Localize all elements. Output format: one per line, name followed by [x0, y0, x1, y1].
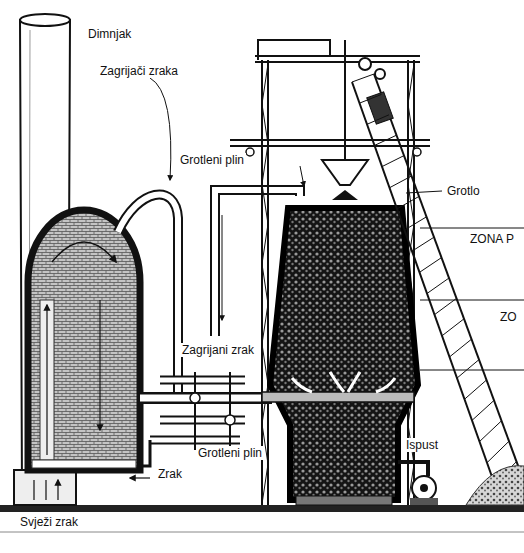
leader-lines-part	[406, 191, 442, 193]
blast-furnace-part	[296, 496, 392, 505]
skip-hoist-part	[352, 82, 502, 505]
steel-frame	[230, 40, 430, 505]
hoist-rung	[457, 360, 479, 379]
pipes-part	[118, 195, 178, 395]
pipes-part	[225, 415, 235, 425]
part-label: Grotleni plin	[196, 446, 264, 460]
hoist-rung	[390, 176, 412, 188]
pipes-part	[222, 215, 223, 320]
ore-pile-part	[466, 466, 524, 505]
leader-lines-part	[150, 78, 171, 180]
frame-brace	[262, 64, 414, 104]
hoist-rung	[442, 319, 464, 336]
ore-pile	[466, 466, 524, 505]
leader-lines	[150, 78, 442, 193]
tap-hole-part	[398, 462, 428, 476]
hoist-rung	[427, 278, 449, 294]
part-label: Zagrijani zrak	[180, 343, 256, 357]
chimney-part	[20, 14, 70, 26]
zone-label: ZO	[498, 310, 519, 324]
air-heater-part	[32, 460, 136, 468]
pipes-part	[140, 440, 150, 466]
frame-brace	[262, 144, 414, 184]
blast-furnace-part	[292, 372, 395, 392]
tap-hole-part	[412, 476, 436, 500]
steel-frame-part	[359, 58, 371, 70]
pipes-part	[130, 477, 150, 478]
tap-hole-part	[410, 498, 438, 505]
skip-hoist-part	[374, 74, 524, 482]
hoist-rung	[480, 421, 502, 442]
part-label: Zrak	[156, 467, 184, 481]
zone-lines	[420, 228, 524, 370]
part-label: Grotleni plin	[178, 153, 246, 167]
steel-frame-part	[413, 148, 421, 156]
hoist-rung	[360, 94, 382, 103]
zone-lines-part	[420, 370, 524, 371]
hoist-rung	[397, 196, 419, 209]
zone-lines-part	[420, 228, 524, 229]
steel-frame-part	[258, 40, 330, 60]
skip-hoist-part	[367, 92, 393, 124]
skip-hoist	[352, 74, 524, 505]
hoist-rung	[367, 115, 389, 125]
pipes-part	[190, 393, 200, 403]
hoist-rung	[472, 400, 494, 420]
air-heater	[28, 210, 140, 470]
hoist-rung	[412, 237, 434, 251]
pipes-part	[140, 395, 272, 402]
steel-frame-part	[332, 190, 358, 200]
steel-frame-part	[322, 160, 368, 185]
part-label: Svježi zrak	[18, 515, 80, 529]
ground-part	[0, 505, 524, 512]
steel-frame-part	[375, 69, 385, 79]
air-heater-part	[52, 242, 116, 262]
air-heater-part	[99, 300, 100, 430]
ground-part	[0, 532, 524, 533]
air-heater-part	[46, 305, 47, 455]
hoist-rung	[420, 258, 442, 273]
pipes-part	[140, 392, 272, 404]
chimney-label: Dimnjak	[86, 27, 133, 41]
part-label: Zagrijači zraka	[98, 64, 180, 78]
hoist-rung	[375, 135, 397, 145]
steel-frame-part	[255, 56, 420, 62]
ground	[0, 505, 524, 532]
blast-furnace	[262, 208, 418, 505]
air-heater-part	[28, 210, 140, 470]
pipes-part	[118, 195, 178, 395]
hoist-rung	[435, 298, 457, 314]
blast-furnace-part	[262, 392, 414, 402]
zone-lines-part	[420, 300, 524, 301]
air-heater-part	[40, 300, 54, 460]
blast-furnace-part	[270, 208, 418, 500]
hoist-rung	[382, 156, 404, 167]
tap-hole-part	[420, 484, 428, 492]
chimney-part	[34, 480, 58, 500]
pipes-part	[195, 372, 230, 450]
hoist-rung	[465, 380, 487, 399]
tap-hole	[398, 462, 438, 505]
hoist-rung	[487, 441, 509, 463]
steel-frame-part	[344, 40, 346, 160]
chimney-part	[14, 470, 76, 505]
hoist-rung	[352, 74, 374, 82]
hoist-rung	[450, 339, 472, 357]
part-label: Grotlo	[445, 184, 482, 198]
part-label: Ispust	[404, 438, 440, 452]
steel-frame-part	[246, 148, 254, 156]
zone-label: ZONA P	[468, 232, 516, 246]
leader-lines-part	[300, 166, 304, 186]
